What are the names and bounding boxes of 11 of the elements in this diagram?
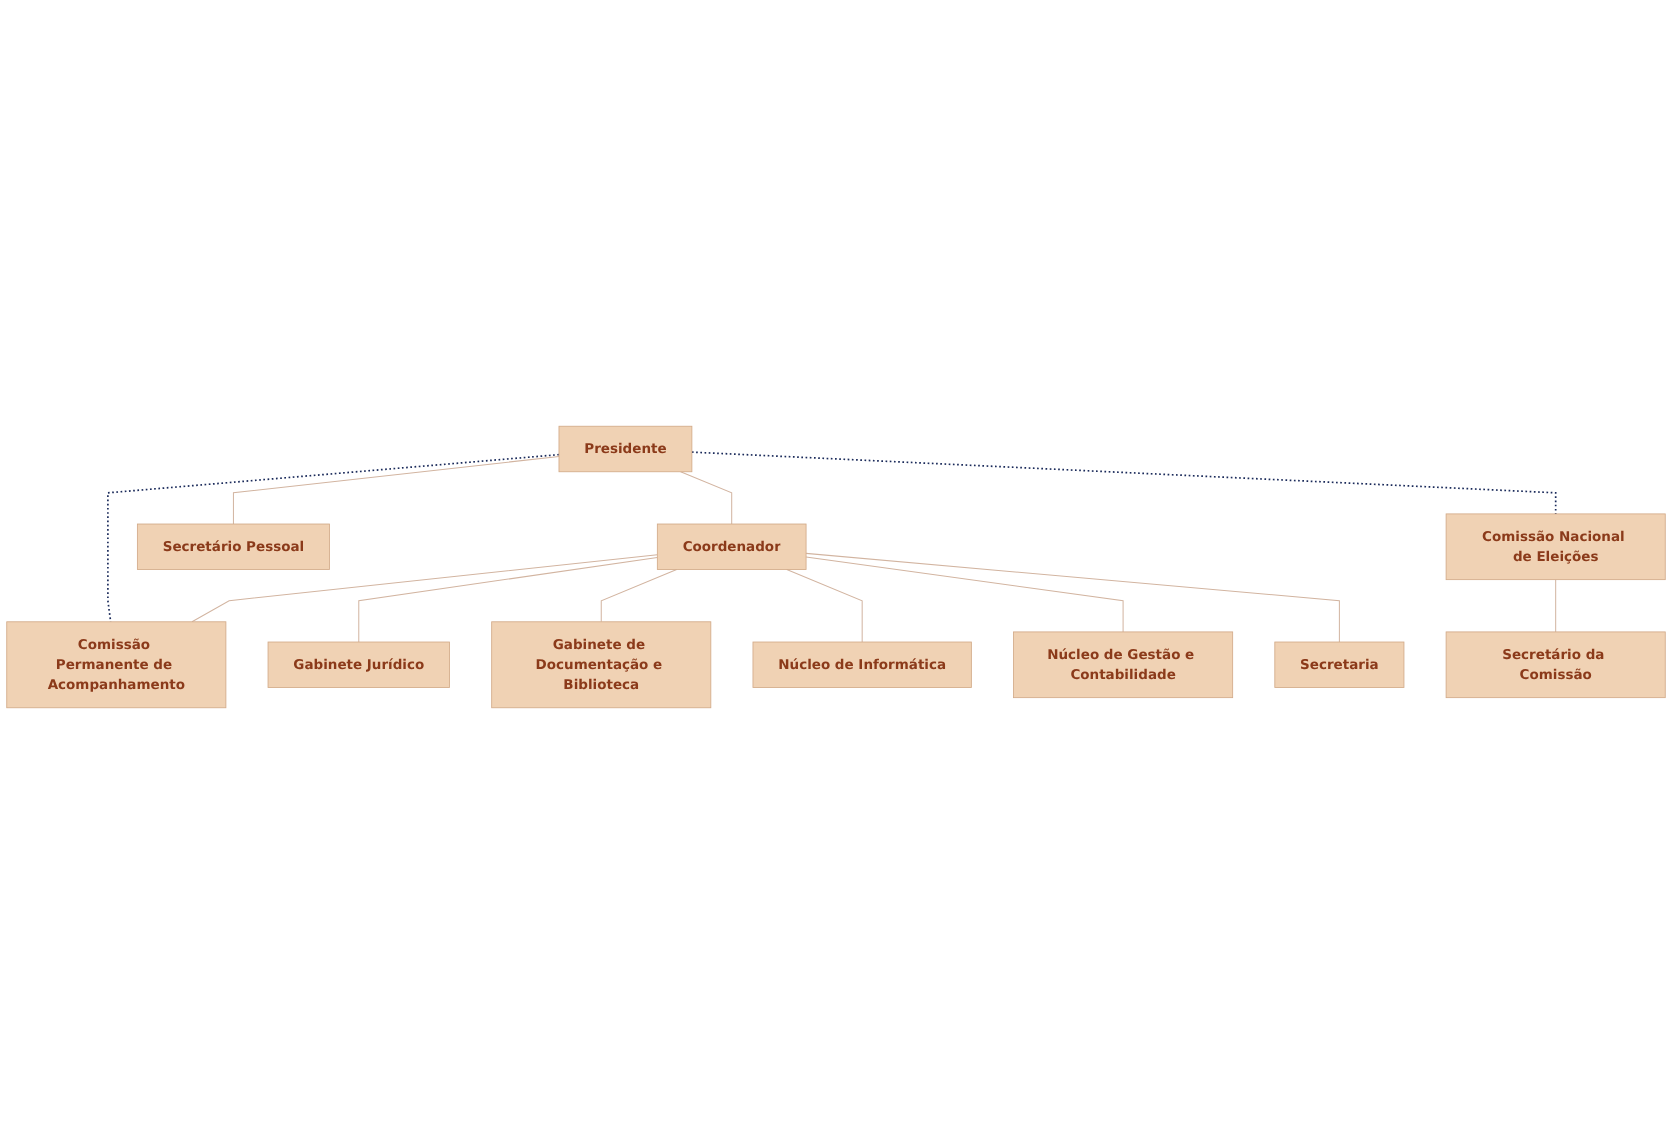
connector [232,455,560,525]
connector [600,569,678,623]
connector [805,552,1340,643]
connector [358,557,658,643]
connector [805,556,1124,633]
connector [191,554,658,623]
connector [691,451,1557,515]
connector [680,471,733,525]
connector [107,453,560,623]
connector [1555,579,1557,633]
connector [786,569,863,643]
